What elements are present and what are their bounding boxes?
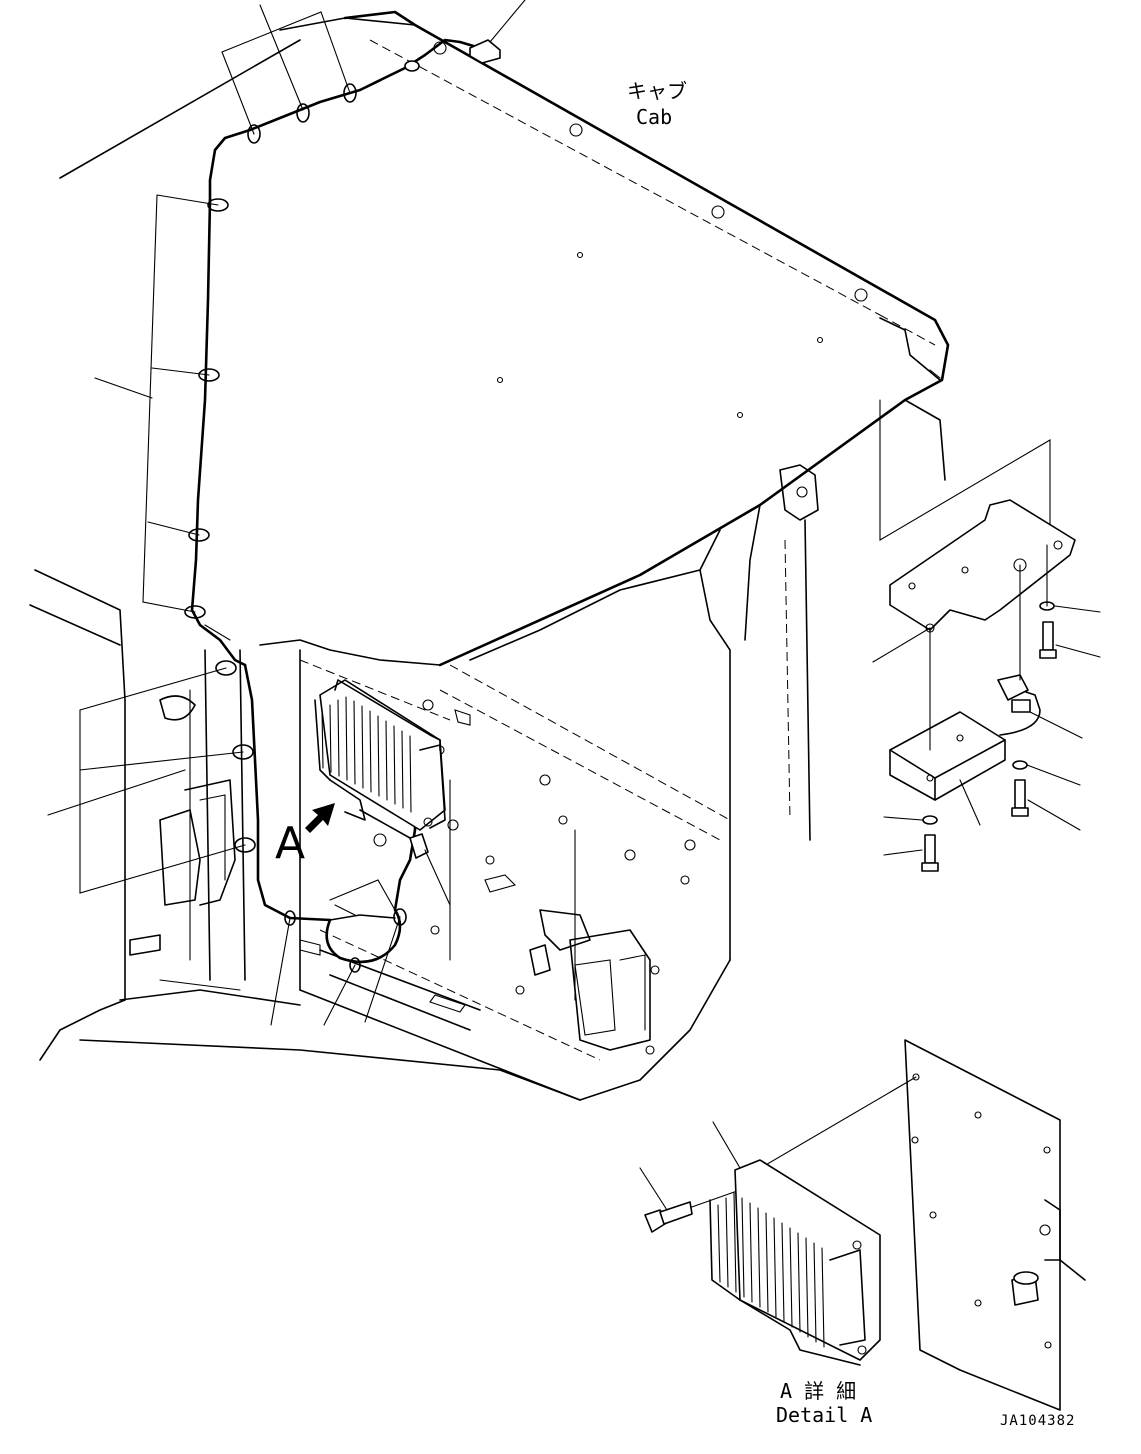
drawing-code: JA104382 xyxy=(1000,1413,1075,1429)
mounting-bracket-assembly xyxy=(879,399,1076,872)
cab-left-structure xyxy=(29,569,731,1101)
leader-lines xyxy=(47,0,1101,1211)
view-marker-a: A xyxy=(275,818,305,869)
cab-roof xyxy=(59,10,950,961)
controller-unit-main xyxy=(314,679,459,839)
detail-label-en: Detail A xyxy=(776,1403,872,1427)
view-direction-arrow-icon xyxy=(305,803,335,833)
cab-label-jp: キャブ xyxy=(627,79,687,103)
detail-label-jp: A 詳 細 xyxy=(780,1379,856,1403)
harness-cable xyxy=(184,38,501,973)
cab-label-en: Cab xyxy=(636,105,672,129)
detail-a-view xyxy=(644,1039,1086,1411)
